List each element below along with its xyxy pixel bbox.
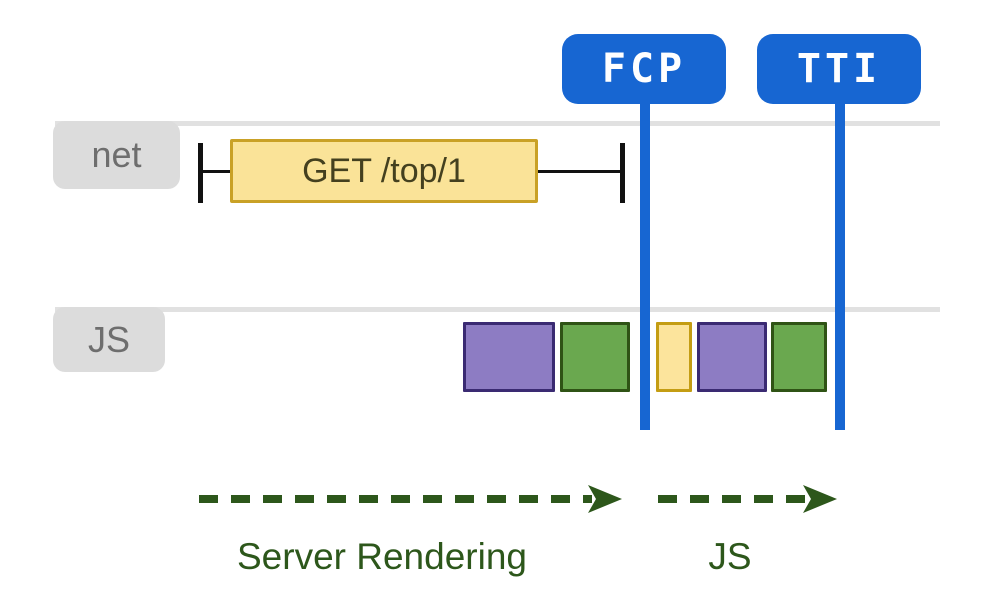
js-lane-label-text: JS — [87, 318, 130, 360]
js-task-render — [771, 322, 827, 392]
net-lane-label-text: net — [91, 134, 142, 175]
net-lane-label: net — [53, 121, 180, 189]
tti-marker-line — [835, 104, 845, 430]
network-request-label: GET /top/1 — [302, 151, 466, 190]
js-task-fetch-parse — [656, 322, 692, 392]
tti-badge: TTI — [757, 34, 921, 104]
js-lane-label: JS — [53, 307, 165, 372]
js-task-script-eval — [463, 322, 555, 392]
network-request-bar: GET /top/1 — [230, 139, 538, 203]
js-arrow-head — [803, 485, 837, 513]
tti-badge-label: TTI — [796, 46, 882, 92]
server-rendering-phase-label: Server Rendering — [237, 536, 527, 577]
fcp-badge: FCP — [562, 34, 726, 104]
js-phase-label: JS — [708, 536, 752, 577]
request-left-connector — [202, 170, 230, 173]
request-start-tick — [198, 143, 203, 203]
request-right-connector — [538, 170, 622, 173]
js-lane-line — [55, 307, 940, 312]
server-rendering-arrow-head — [588, 485, 622, 513]
net-lane-line — [55, 121, 940, 126]
fcp-badge-label: FCP — [601, 46, 687, 92]
fcp-marker-line — [640, 104, 650, 430]
js-task-script-eval — [697, 322, 767, 392]
js-task-render — [560, 322, 630, 392]
request-end-tick — [620, 143, 625, 203]
